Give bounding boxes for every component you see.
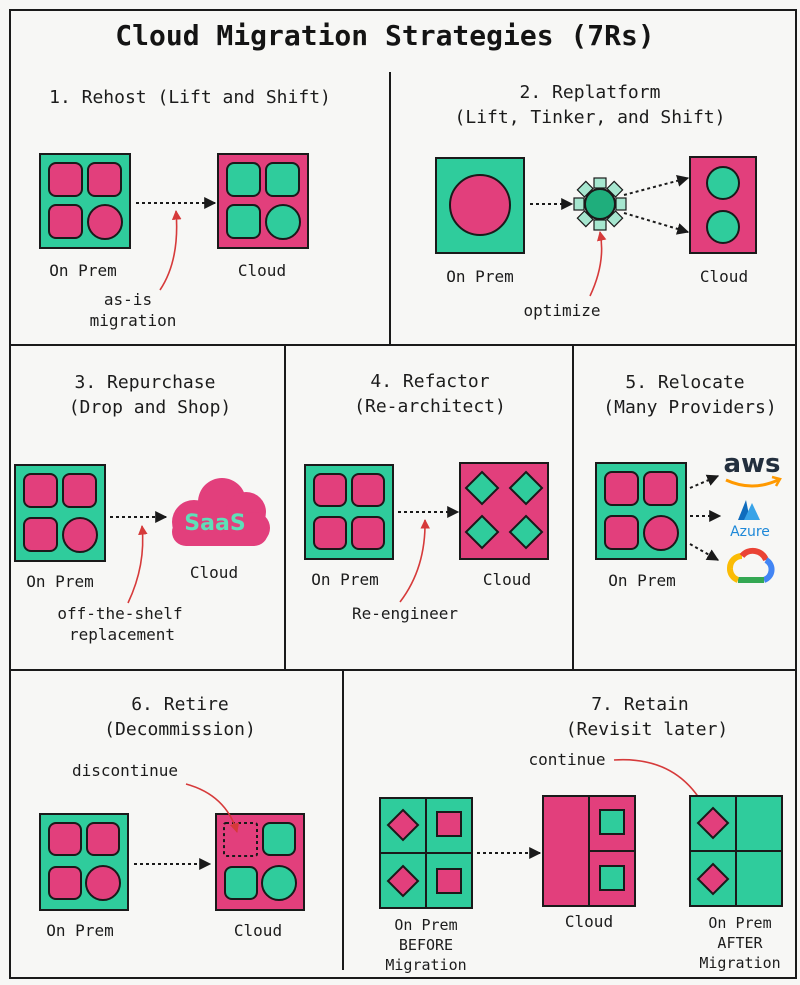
relocate-arrow-aws [689,474,720,489]
outer-frame [9,9,797,979]
repurchase-title-line2: (Drop and Shop) [69,397,232,418]
retain-after-server [689,795,783,907]
google-cloud-logo-icon [727,547,775,583]
replatform-arrow-out-top [623,174,690,196]
refactor-source-label: On Prem [311,570,378,589]
refactor-target-label: Cloud [483,570,531,589]
rehost-note-arrow [159,210,182,291]
panel-retire: 6. Retire (Decommission) discontinue On … [39,694,305,940]
retain-after-line2: AFTER [717,934,763,952]
replatform-target-label: Cloud [700,267,748,286]
repurchase-note-line2: replacement [69,625,175,644]
refactor-title-line2: (Re-architect) [354,396,506,417]
panel-dividers [10,72,796,970]
rehost-note-line1: as-is [104,290,152,309]
repurchase-title-line1: 3. Repurchase [75,372,216,393]
retain-title-line1: 7. Retain [591,694,689,715]
refactor-onprem-server [304,464,394,560]
replatform-cloud-server [689,156,757,254]
retain-before-line1: On Prem [394,916,457,934]
retain-cloud-label: Cloud [565,912,613,931]
rehost-onprem-server [39,153,131,249]
rehost-cloud-server [217,153,309,249]
retire-target-label: Cloud [234,921,282,940]
refactor-note: Re-engineer [352,604,458,623]
replatform-onprem-server [435,157,525,254]
refactor-note-arrow [399,519,430,603]
retain-after-line3: Migration [699,954,780,972]
replatform-source-label: On Prem [446,267,513,286]
replatform-arrow-out-bottom [623,212,690,235]
replatform-note: optimize [523,301,600,320]
rehost-target-label: Cloud [238,261,286,280]
panel-retain: 7. Retain (Revisit later) continue [379,694,783,974]
retain-title-line2: (Revisit later) [566,719,729,740]
panel-repurchase: 3. Repurchase (Drop and Shop) SaaS On Pr… [14,372,270,644]
retain-before-line3: Migration [385,956,466,974]
saas-text: SaaS [184,511,245,536]
repurchase-source-label: On Prem [26,572,93,591]
azure-logo-icon: Azure [730,500,770,540]
retire-source-label: On Prem [46,921,113,940]
decommissioned-slot [223,822,258,857]
retain-note: continue [528,750,605,769]
retire-title-line1: 6. Retire [131,694,229,715]
retain-before-line2: BEFORE [399,936,453,954]
retire-note-arrow [185,783,240,833]
refactor-cloud-server [459,462,549,560]
retire-cloud-server [215,813,305,911]
repurchase-note-line1: off-the-shelf [57,604,182,623]
relocate-title-line1: 5. Relocate [625,372,744,393]
page-title: Cloud Migration Strategies (7Rs) [115,19,654,52]
saas-cloud-icon: SaaS [172,478,270,546]
replatform-note-arrow [589,231,607,297]
aws-logo-icon: aws [723,449,782,488]
repurchase-target-label: Cloud [190,563,238,582]
replatform-title-line2: (Lift, Tinker, and Shift) [455,107,726,128]
panel-replatform: 2. Replatform (Lift, Tinker, and Shift) [435,82,757,320]
replatform-title-line1: 2. Replatform [520,82,661,103]
retire-note: discontinue [72,761,178,780]
retire-onprem-server [39,813,129,911]
rehost-note-line2: migration [90,311,177,330]
optimize-gear-icon [573,177,627,231]
relocate-arrow-gcp [689,543,720,561]
repurchase-onprem-server [14,464,106,562]
aws-logo-text: aws [723,449,780,479]
relocate-onprem-server [595,462,687,560]
retire-title-line2: (Decommission) [104,719,256,740]
relocate-title-line2: (Many Providers) [603,397,776,418]
repurchase-note-arrow [127,525,148,604]
retain-cloud-server [542,795,636,907]
retain-before-server [379,797,473,909]
panel-relocate: 5. Relocate (Many Providers) aws Azure [595,372,782,590]
refactor-title-line1: 4. Refactor [370,371,489,392]
retain-after-line1: On Prem [708,914,771,932]
relocate-source-label: On Prem [608,571,675,590]
rehost-title: 1. Rehost (Lift and Shift) [49,87,331,108]
panel-refactor: 4. Refactor (Re-architect) On Prem Cloud… [304,371,549,623]
panel-rehost: 1. Rehost (Lift and Shift) On Prem Cloud… [39,87,331,330]
rehost-source-label: On Prem [49,261,116,280]
azure-logo-text: Azure [730,524,770,540]
